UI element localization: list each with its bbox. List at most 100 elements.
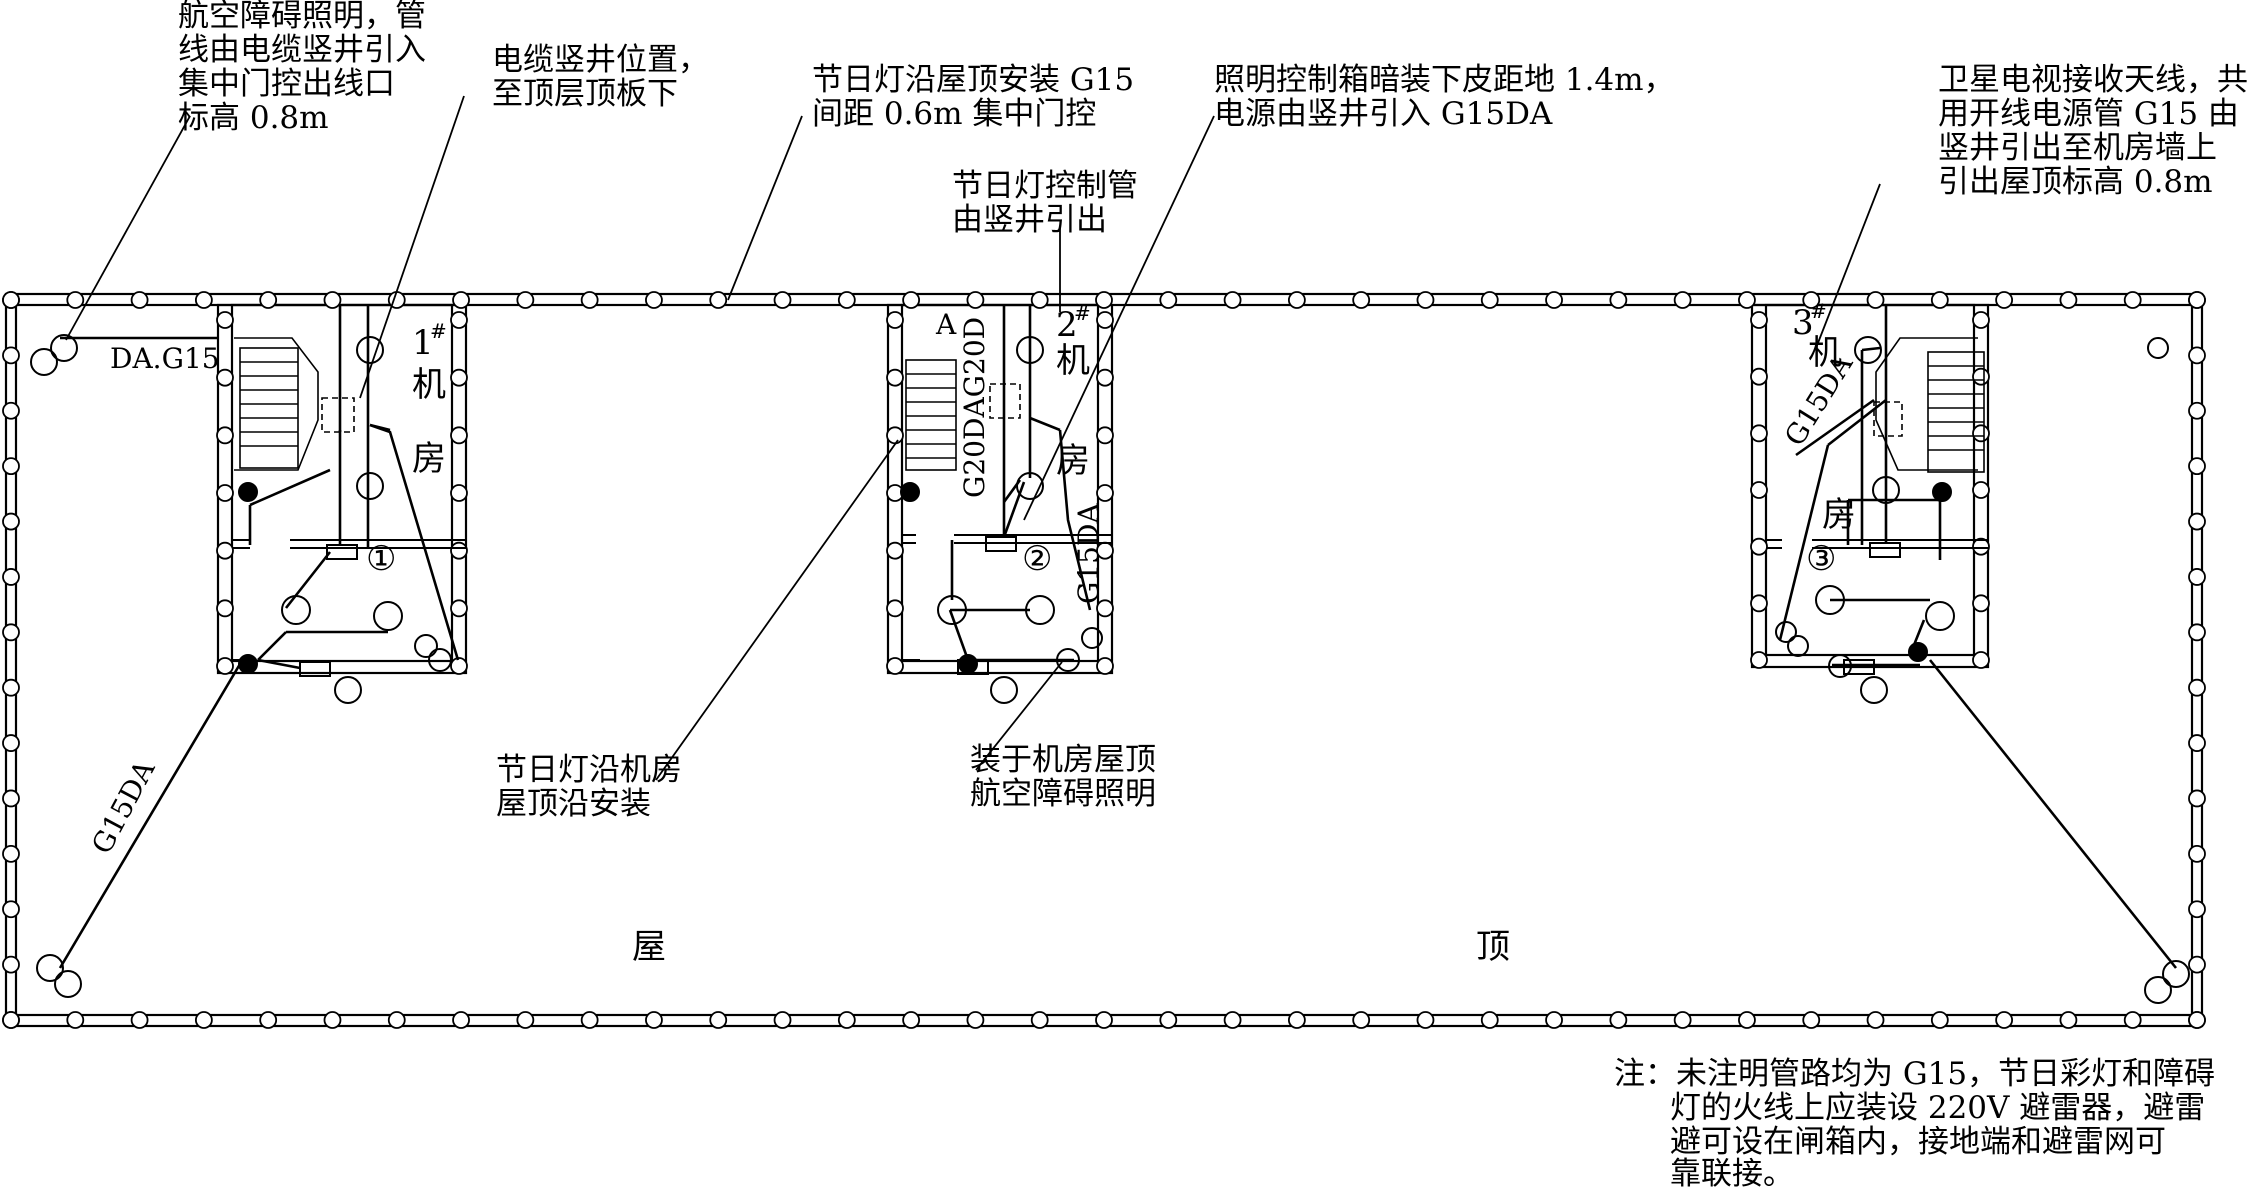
annotation-festival-light: 节日灯沿屋顶安装 G15 间距 0.6m 集中门控 — [812, 62, 1134, 132]
annotation-line: 由竖井引出 — [952, 202, 1107, 238]
festival-light — [2059, 291, 2078, 309]
annotation-line: 航空障碍照明，管 — [178, 0, 426, 34]
festival-light — [2123, 1011, 2142, 1029]
festival-light — [837, 1011, 856, 1029]
festival-light — [2188, 623, 2206, 642]
festival-light — [1750, 311, 1768, 329]
festival-light — [1995, 291, 2014, 309]
festival-light — [1287, 1011, 1306, 1029]
point-label: A — [935, 308, 957, 341]
festival-light — [450, 541, 468, 560]
conduit-label: G20DAG20D — [958, 317, 991, 498]
room-number-sup: # — [1810, 299, 1827, 323]
festival-light — [194, 1011, 213, 1029]
annotation-line: 航空障碍照明 — [970, 776, 1156, 812]
drawing-note: 注：未注明管路均为 G15，节日彩灯和障碍 灯的火线上应装设 220V 避雷器，… — [1614, 1056, 2215, 1189]
festival-light — [1030, 1011, 1049, 1029]
festival-light — [2, 346, 20, 365]
festival-light — [580, 291, 599, 309]
festival-light — [2188, 789, 2206, 808]
festival-light — [1972, 311, 1990, 329]
note-line: 灯的火线上应装设 220V 避雷器，避雷 — [1670, 1090, 2205, 1126]
festival-light — [580, 1011, 599, 1029]
wall-lamps-filled — [238, 482, 1952, 674]
festival-light — [1802, 1011, 1821, 1029]
festival-light — [1095, 1011, 1113, 1029]
festival-light — [645, 1011, 663, 1029]
annotation-line: 节日灯控制管 — [952, 168, 1138, 204]
festival-light — [1750, 594, 1768, 613]
note-line: 避可设在闸箱内，接地端和避雷网可 — [1670, 1124, 2166, 1160]
festival-light — [1096, 311, 1114, 329]
festival-light — [1480, 291, 1499, 309]
festival-light — [966, 291, 985, 309]
festival-light — [216, 484, 234, 502]
festival-light — [1972, 537, 1990, 556]
festival-light — [2, 955, 20, 974]
festival-light — [1416, 291, 1435, 309]
festival-light — [2188, 844, 2206, 863]
room-partitions — [232, 534, 1988, 661]
room-marker: ② — [1022, 539, 1052, 579]
annotation-room-roof-obstacle: 装于机房屋顶 航空障碍照明 — [970, 742, 1156, 812]
festival-light — [709, 1011, 728, 1029]
festival-light — [1972, 651, 1990, 669]
conduit-label: G15DA — [85, 754, 162, 859]
annotation-line: 电缆竖井位置， — [492, 42, 709, 78]
room-fixtures — [281, 336, 1955, 704]
festival-light — [886, 657, 904, 675]
festival-light — [1416, 1011, 1435, 1029]
festival-light — [2, 401, 20, 420]
festival-light — [773, 291, 792, 309]
festival-light — [2188, 291, 2206, 309]
stairs-room-1 — [234, 337, 319, 471]
festival-light — [902, 291, 921, 309]
festival-light — [645, 291, 663, 309]
room-marker: ③ — [1806, 539, 1836, 579]
festival-light — [66, 291, 85, 309]
annotation-line: 用开线电源管 G15 由 — [1938, 96, 2239, 132]
stairs-room-3 — [1875, 337, 1985, 473]
festival-light — [1352, 291, 1371, 309]
room-label: 机 — [1808, 333, 1842, 373]
festival-light — [966, 1011, 985, 1029]
festival-light — [216, 599, 234, 618]
festival-light — [1972, 481, 1990, 499]
festival-light — [2, 291, 20, 309]
festival-light — [2188, 512, 2206, 531]
festival-light — [1159, 291, 1178, 309]
festival-light — [450, 426, 468, 445]
annotation-line: 节日灯沿屋顶安装 G15 — [812, 62, 1134, 98]
festival-light — [66, 1011, 85, 1029]
festival-light — [130, 1011, 149, 1029]
festival-light — [450, 368, 468, 387]
festival-light — [1609, 1011, 1628, 1029]
festival-light — [216, 541, 234, 560]
annotation-leaders — [65, 95, 1881, 781]
festival-light — [2188, 734, 2206, 752]
festival-light — [2188, 1011, 2206, 1029]
room-number-sup: # — [1074, 301, 1091, 325]
room-label: 房 — [412, 439, 446, 479]
roof-label: 屋 — [632, 927, 666, 967]
festival-light — [1995, 1011, 2014, 1029]
festival-light — [1223, 1011, 1242, 1029]
festival-light — [1930, 291, 1949, 309]
festival-light — [452, 1011, 470, 1029]
festival-light — [2, 512, 20, 531]
annotation-satellite: 卫星电视接收天线，共 用开线电源管 G15 由 竖井引出至机房墙上 引出屋顶标高… — [1938, 62, 2248, 200]
festival-light — [1096, 657, 1114, 675]
festival-light — [837, 291, 856, 309]
festival-light — [1545, 291, 1563, 309]
annotation-line: 间距 0.6m 集中门控 — [812, 96, 1096, 132]
annotation-line: 屋顶沿安装 — [496, 786, 651, 822]
festival-light — [886, 541, 904, 560]
festival-light — [2, 457, 20, 476]
festival-light — [2, 844, 20, 863]
festival-light — [1480, 1011, 1499, 1029]
festival-light — [2, 623, 20, 642]
annotation-festival-pipe: 节日灯控制管 由竖井引出 — [952, 168, 1138, 238]
festival-light — [2188, 457, 2206, 476]
festival-light — [773, 1011, 792, 1029]
festival-light — [2188, 346, 2206, 365]
